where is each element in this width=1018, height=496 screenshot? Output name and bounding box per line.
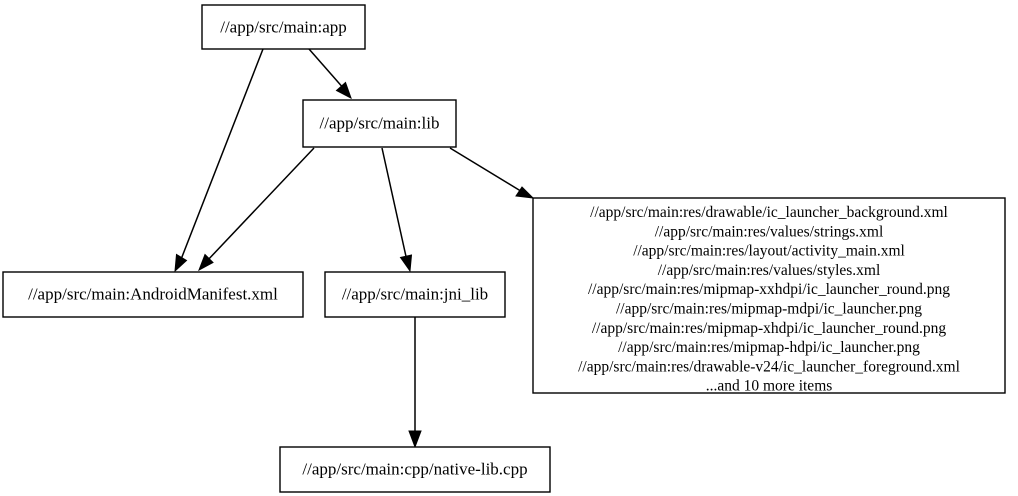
node-lib-box[interactable]: [302, 99, 457, 148]
node-jni-lib-box[interactable]: [324, 271, 506, 318]
node-androidmanifest-box[interactable]: [2, 271, 304, 318]
resources-line: //app/src/main:res/drawable-v24/ic_launc…: [578, 358, 960, 375]
node-lib-label: //app/src/main:lib: [320, 113, 440, 132]
arrowhead-icon: [399, 254, 413, 273]
node-androidmanifest-label: //app/src/main:AndroidManifest.xml: [28, 284, 278, 303]
resources-line: //app/src/main:res/mipmap-xhdpi/ic_launc…: [592, 320, 947, 337]
edge-line: [381, 147, 408, 262]
edge-lib-to-resources: [449, 147, 535, 199]
arrowhead-icon: [408, 430, 422, 449]
node-resources-box[interactable]: [532, 197, 1006, 394]
resources-line: //app/src/main:res/values/strings.xml: [655, 223, 884, 240]
node-resources-label: //app/src/main:res/drawable/ic_launcher_…: [578, 204, 960, 395]
node-app-box[interactable]: [201, 4, 366, 50]
edge-line: [308, 48, 346, 91]
resources-line: ...and 10 more items: [706, 378, 833, 395]
node-native-lib[interactable]: //app/src/main:cpp/native-lib.cpp: [279, 446, 551, 493]
node-jni-lib[interactable]: //app/src/main:jni_lib: [324, 271, 506, 318]
resources-line: //app/src/main:res/mipmap-hdpi/ic_launch…: [618, 339, 920, 356]
node-app[interactable]: //app/src/main:app: [201, 4, 366, 50]
edge-line: [179, 48, 264, 263]
resources-line: //app/src/main:res/layout/activity_main.…: [633, 243, 905, 260]
edge-lib-to-androidmanifest: [198, 147, 315, 272]
node-androidmanifest[interactable]: //app/src/main:AndroidManifest.xml: [2, 271, 304, 318]
edge-app-to-lib: [308, 48, 352, 100]
node-layer: //app/src/main:app //app/src/main:lib //…: [2, 4, 1006, 493]
edge-line: [449, 147, 525, 194]
arrowhead-icon: [335, 81, 352, 100]
resources-line: //app/src/main:res/values/styles.xml: [658, 262, 881, 279]
node-native-lib-label: //app/src/main:cpp/native-lib.cpp: [302, 459, 527, 478]
edge-layer: [174, 48, 535, 449]
arrowhead-icon: [174, 253, 188, 273]
edge-lib-to-jni-lib: [381, 147, 413, 273]
node-lib[interactable]: //app/src/main:lib: [302, 99, 457, 148]
edge-line: [205, 147, 315, 263]
node-jni-lib-label: //app/src/main:jni_lib: [342, 284, 488, 303]
node-native-lib-box[interactable]: [279, 446, 551, 493]
resources-line: //app/src/main:res/drawable/ic_launcher_…: [590, 204, 948, 221]
arrowhead-icon: [515, 186, 535, 199]
edge-jni-lib-to-native-lib: [408, 317, 422, 449]
edge-app-to-androidmanifest: [174, 48, 264, 273]
arrowhead-icon: [198, 253, 214, 272]
node-resources[interactable]: //app/src/main:res/drawable/ic_launcher_…: [532, 197, 1006, 395]
resources-line: //app/src/main:res/mipmap-xxhdpi/ic_laun…: [588, 281, 950, 298]
node-app-label: //app/src/main:app: [220, 17, 347, 36]
resources-line: //app/src/main:res/mipmap-mdpi/ic_launch…: [616, 301, 922, 318]
